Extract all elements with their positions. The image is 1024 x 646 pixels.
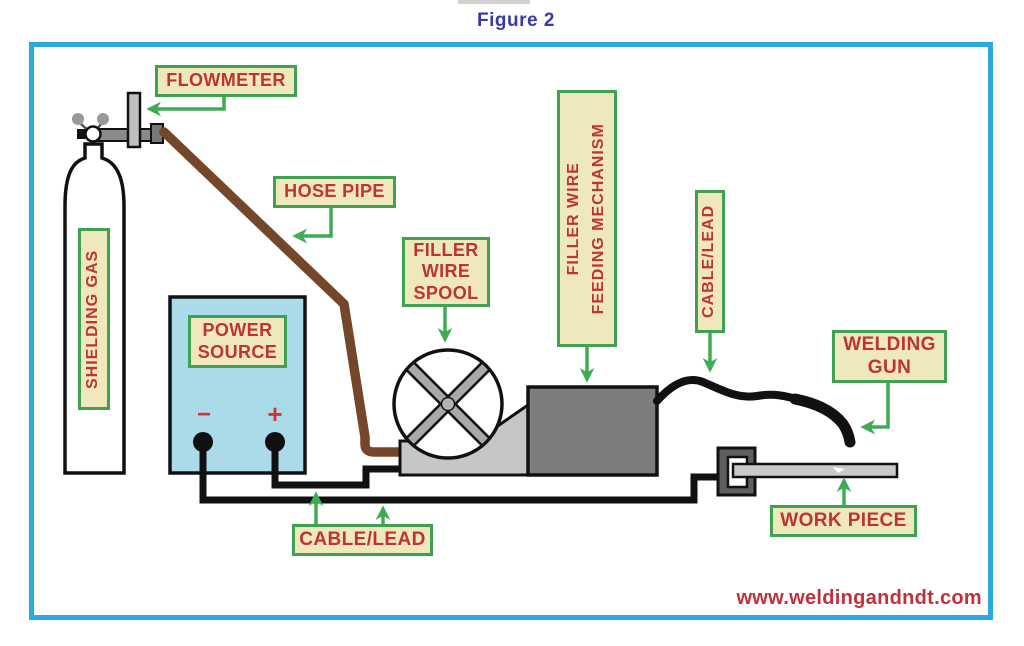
pressure-gauge-left <box>72 113 84 125</box>
website-watermark: www.weldingandndt.com <box>736 587 982 609</box>
label-hose-pipe: HOSE PIPE <box>273 176 396 208</box>
weld-spot <box>833 467 845 473</box>
label-power-source: POWER SOURCE <box>188 315 287 368</box>
valve-knob <box>84 125 102 143</box>
wire-feeder-base <box>398 402 530 477</box>
work-lead-cable <box>199 448 719 504</box>
outer-frame <box>29 42 993 620</box>
label-shielding-gas-text: SHIELDING GAS <box>84 249 102 389</box>
cropped-text-fragment <box>458 0 530 4</box>
label-welding-gun: WELDING GUN <box>832 330 947 383</box>
flowmeter-device <box>126 91 142 149</box>
spool-hub <box>440 396 456 412</box>
figure-title: Figure 2 <box>477 10 555 31</box>
negative-sign: − <box>196 401 211 428</box>
label-work-piece: WORK PIECE <box>770 505 917 537</box>
work-piece-bar <box>731 462 899 479</box>
label-cable-lead-upper: CABLE/LEAD <box>695 190 725 333</box>
wire-feeding-mechanism-box <box>526 385 659 477</box>
positive-terminal-post <box>265 432 285 452</box>
gas-hose <box>159 127 407 457</box>
valve-block <box>77 129 86 139</box>
flowmeter-pointer-arrow <box>146 97 226 117</box>
label-filler-wire-feeding-mechanism-text: FILLER WIRE FEEDING MECHANISM <box>565 122 608 315</box>
label-flowmeter: FLOWMETER <box>155 65 297 97</box>
welding-gun-cable <box>653 376 804 405</box>
label-filler-wire-spool: FILLER WIRE SPOOL <box>402 237 490 307</box>
label-cable-lead-upper-text: CABLE/LEAD <box>700 204 718 319</box>
label-shielding-gas: SHIELDING GAS <box>78 228 110 410</box>
hose-pipe-pointer-arrow <box>292 208 333 244</box>
label-cable-lead-lower: CABLE/LEAD <box>292 524 433 556</box>
electrode-lead-cable <box>271 448 402 489</box>
pressure-gauge-right <box>97 113 109 125</box>
welding-gun-pointer-arrow <box>860 383 890 435</box>
welding-gun-body <box>789 393 856 448</box>
positive-sign: + <box>267 399 283 429</box>
label-filler-wire-feeding-mechanism: FILLER WIRE FEEDING MECHANISM <box>557 90 617 347</box>
negative-terminal-post <box>193 432 213 452</box>
